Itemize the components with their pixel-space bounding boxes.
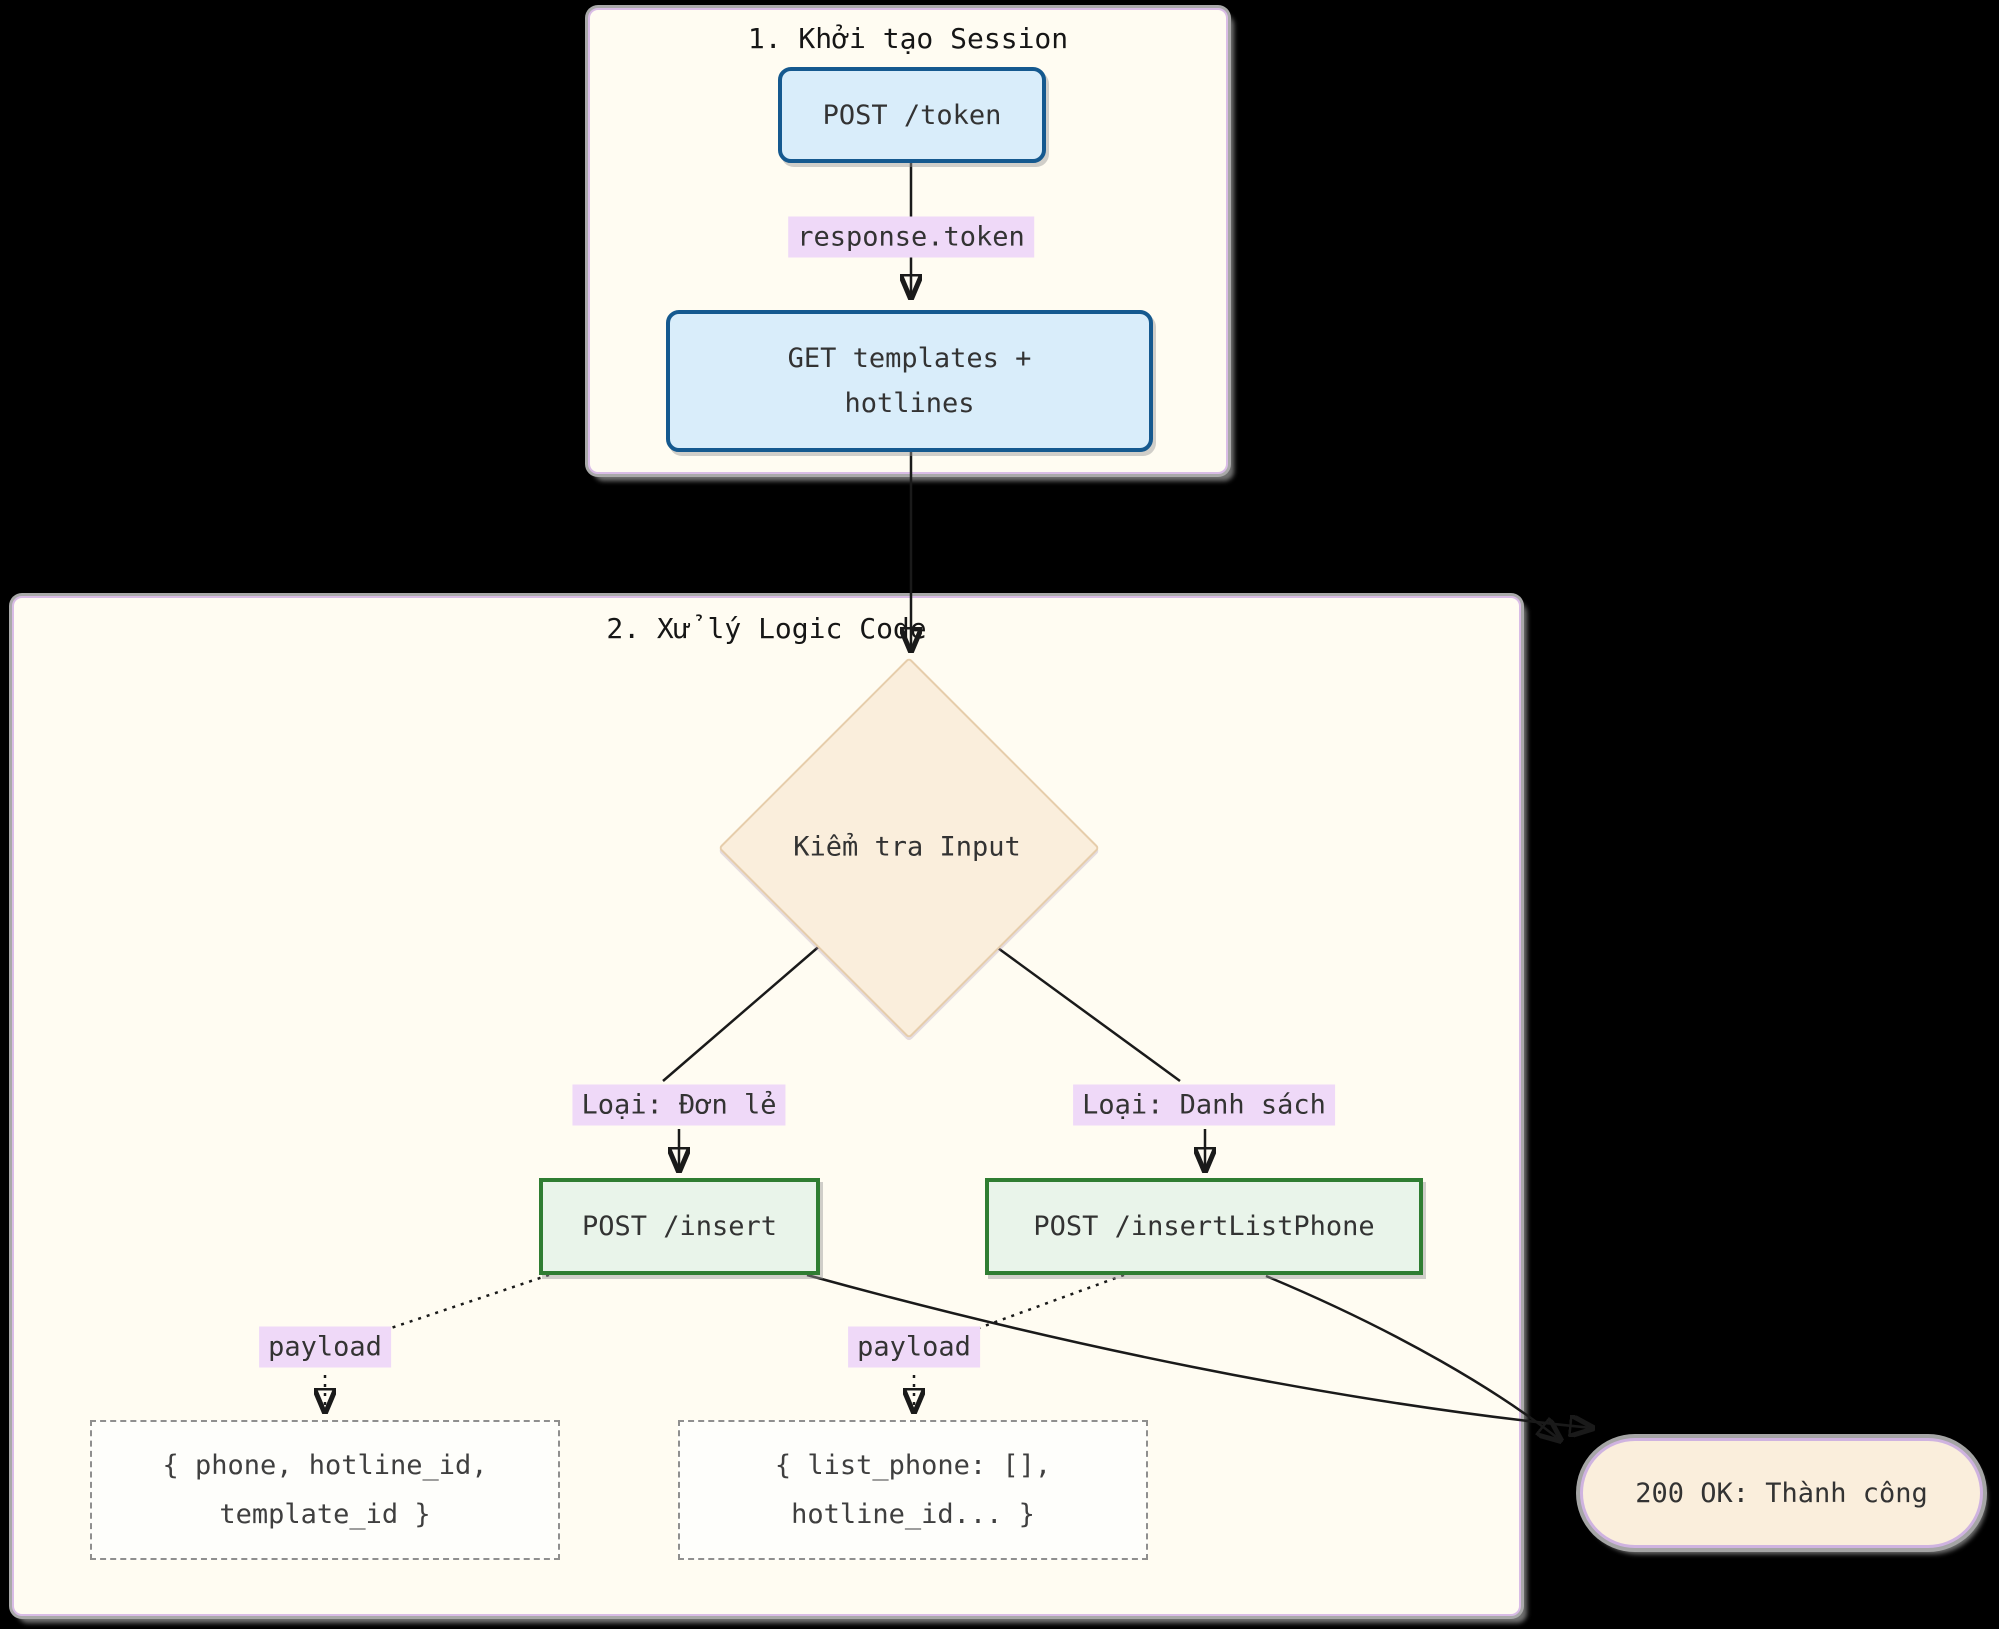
edge-label-response-token: response.token xyxy=(788,216,1034,258)
node-payload-list-line2: hotline_id... } xyxy=(791,1499,1035,1530)
node-payload-single-line2: template_id } xyxy=(219,1499,431,1530)
node-payload-single: { phone, hotline_id, template_id } xyxy=(90,1420,560,1560)
node-payload-list: { list_phone: [], hotline_id... } xyxy=(678,1420,1148,1560)
node-post-insert-list-label: POST /insertListPhone xyxy=(1033,1211,1375,1242)
cluster-session-title: 1. Khởi tạo Session xyxy=(747,22,1069,55)
node-get-templates-line2: hotlines xyxy=(844,388,975,419)
node-post-token-label: POST /token xyxy=(822,99,1002,131)
node-get-templates: GET templates + hotlines xyxy=(666,310,1153,452)
node-get-templates-line1: GET templates + xyxy=(787,343,1032,374)
node-success: 200 OK: Thành công xyxy=(1580,1438,1983,1548)
node-success-label: 200 OK: Thành công xyxy=(1635,1477,1928,1509)
cluster-logic-title: 2. Xử lý Logic Code xyxy=(606,612,927,645)
edge-label-branch-list: Loại: Danh sách xyxy=(1073,1084,1335,1126)
node-post-token: POST /token xyxy=(778,67,1046,163)
node-payload-list-line1: { list_phone: [], xyxy=(774,1450,1052,1481)
node-check-input-label: Kiểm tra Input xyxy=(793,831,1021,863)
node-post-insert-label: POST /insert xyxy=(581,1211,778,1242)
edge-label-payload-left: payload xyxy=(259,1326,391,1368)
node-payload-single-line1: { phone, hotline_id, xyxy=(162,1450,488,1481)
edge-label-branch-single: Loại: Đơn lẻ xyxy=(572,1084,786,1126)
node-post-insert: POST /insert xyxy=(539,1178,820,1275)
edge-label-payload-right: payload xyxy=(848,1326,980,1368)
node-post-insert-list: POST /insertListPhone xyxy=(985,1178,1423,1275)
